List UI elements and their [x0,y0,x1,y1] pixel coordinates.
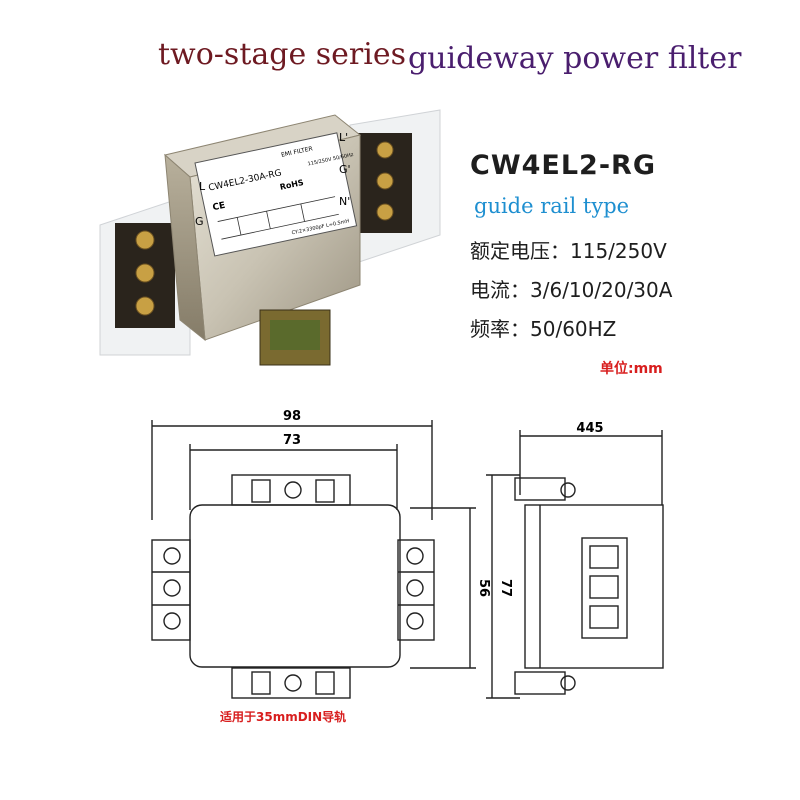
metal-case-front [164,153,206,342]
terminal-block-left [115,223,175,328]
terminal-l-label: L [199,180,206,193]
dim-77-text: 77 [498,579,513,597]
din-rail-note: 适用于35mmDIN导轨 [220,710,347,724]
terminal-strip-right [397,539,435,641]
filter-body [189,504,401,668]
spec-frequency: 频率：50/60HZ [470,313,616,342]
spec-frequency-label: 频率： [470,317,530,341]
model-name: CW4EL2-RG [470,150,656,181]
product-title: guideway power filter [408,41,742,76]
terminal-g-prime-label: G' [339,163,351,176]
dim-line-445 [519,430,663,505]
dim-73-text: 73 [283,433,301,448]
terminal-n-prime-label: N' [339,195,350,208]
product-photo: EMI FILTER CW4EL2-30A-RG RoHS CE 115/250… [99,109,441,366]
din-clip-top [231,474,351,506]
spec-voltage-value: 115/250V [570,239,667,263]
dimension-drawing: 98 73 445 56 77 [151,409,664,699]
dim-line-73 [189,444,398,510]
dim-445-text: 445 [576,421,603,436]
din-clip-bottom [231,667,351,699]
terminal-l-prime-label: L' [339,131,348,144]
filter-label: EMI FILTER CW4EL2-30A-RG RoHS CE 115/250… [194,132,358,257]
spec-voltage: 额定电压：115/250V [470,235,667,264]
mount-type: guide rail type [474,194,630,218]
terminal-strip-left [151,539,191,641]
dim-line-77 [486,474,520,699]
spec-voltage-label: 额定电压： [470,239,570,263]
dim-line-56 [410,507,476,669]
dim-line-98 [151,420,433,520]
dim-98-text: 98 [283,409,301,424]
side-view [514,477,664,695]
unit-note: 单位:mm [600,361,663,377]
spec-frequency-value: 50/60HZ [530,317,617,341]
dim-56-text: 56 [476,579,491,597]
terminal-g-label: G [195,215,204,228]
label-ce: CE [212,201,227,213]
spec-current-value: 3/6/10/20/30A [530,278,673,302]
spec-current-label: 电流： [470,278,530,302]
terminal-block-right [357,133,412,233]
series-title: two-stage series [158,37,406,72]
din-clip [259,309,331,366]
spec-current: 电流：3/6/10/20/30A [470,274,672,303]
